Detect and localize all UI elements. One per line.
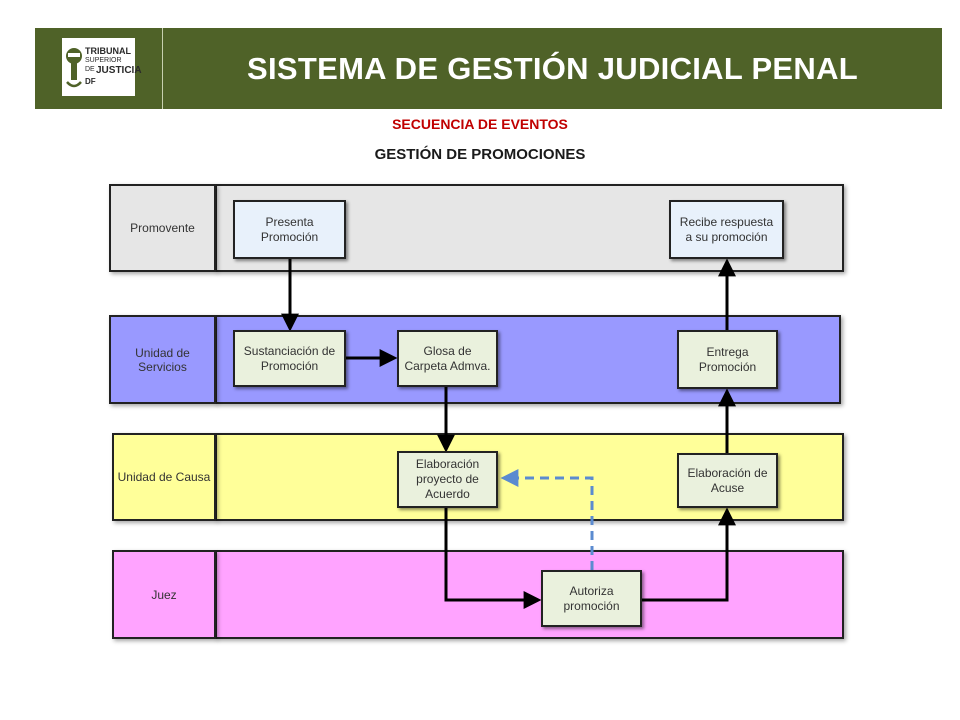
page-title: SISTEMA DE GESTIÓN JUDICIAL PENAL <box>246 50 859 86</box>
lane-label-promovente: Promovente <box>109 184 216 272</box>
step-autoriza-promocion: Autoriza promoción <box>541 570 642 627</box>
step-recibe-respuesta: Recibe respuesta a su promoción <box>669 200 784 259</box>
lane-label-unidad-causa: Unidad de Causa <box>112 433 216 521</box>
step-sustanciacion: Sustanciación de Promoción <box>233 330 346 387</box>
step-elaboracion-acuse: Elaboración de Acuse <box>677 453 778 508</box>
logo-cell: TRIBUNAL SUPERIOR DE JUSTICIA DF <box>35 28 163 109</box>
step-presenta-promocion: Presenta Promoción <box>233 200 346 259</box>
step-elaboracion-proyecto: Elaboración proyecto de Acuerdo <box>397 451 498 508</box>
logo-text-line4: JUSTICIA <box>96 65 142 76</box>
arrow-elaboracion-to-autoriza <box>444 508 542 609</box>
step-glosa-carpeta: Glosa de Carpeta Admva. <box>397 330 498 387</box>
lane-label-juez: Juez <box>112 550 216 639</box>
tribunal-logo: TRIBUNAL SUPERIOR DE JUSTICIA DF <box>62 38 142 96</box>
arrow-autoriza-feedback <box>500 469 594 570</box>
step-entrega-promocion: Entrega Promoción <box>677 330 778 389</box>
logo-text-line3: DE <box>85 66 95 73</box>
logo-text-line5: DF <box>85 77 96 86</box>
lane-label-unidad-servicios: Unidad de Servicios <box>109 315 216 404</box>
logo-text-line2: SUPERIOR <box>85 57 122 64</box>
tribunal-emblem-icon <box>66 48 82 88</box>
logo-text-line1: TRIBUNAL <box>85 46 131 56</box>
diagram-heading: GESTIÓN DE PROMOCIONES <box>374 146 586 163</box>
header-bar: TRIBUNAL SUPERIOR DE JUSTICIA DF SISTEMA… <box>35 28 942 109</box>
section-subtitle: SECUENCIA DE EVENTOS <box>392 116 568 132</box>
arrow-autoriza-to-acuse <box>642 507 736 602</box>
